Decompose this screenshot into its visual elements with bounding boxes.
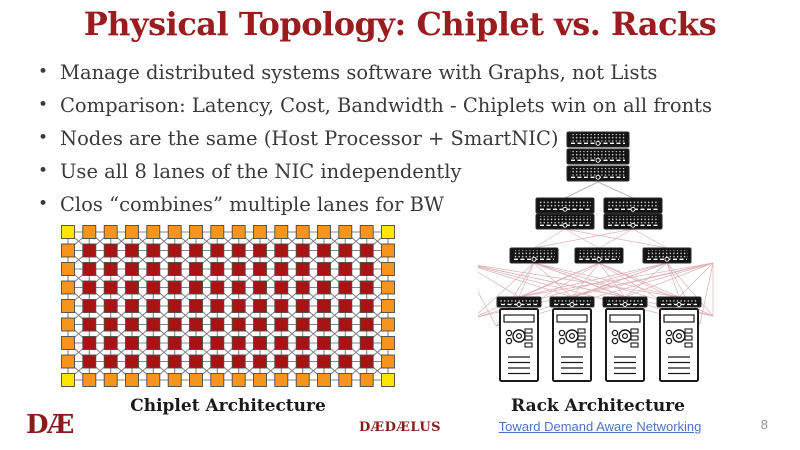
- bullet-item: Manage distributed systems software with…: [36, 56, 716, 89]
- bullet-item: Use all 8 lanes of the NIC independently: [36, 155, 716, 188]
- daedaelus-brand-text: DÆDÆLUS: [358, 420, 442, 435]
- rack-architecture-label: Rack Architecture: [511, 396, 685, 416]
- bullet-list: Manage distributed systems software with…: [36, 56, 716, 221]
- rack-tree-diagram: [478, 131, 714, 382]
- toward-demand-aware-networking-link[interactable]: Toward Demand Aware Networking: [498, 419, 702, 434]
- dae-logo: DÆ: [26, 410, 74, 440]
- page-number: 8: [760, 417, 768, 432]
- slide-title: Physical Topology: Chiplet vs. Racks: [83, 5, 717, 43]
- chiplet-mesh-diagram: [61, 225, 395, 387]
- bullet-item: Clos “combines” multiple lanes for BW: [36, 188, 716, 221]
- bullet-item: Nodes are the same (Host Processor + Sma…: [36, 122, 716, 155]
- chiplet-architecture-label: Chiplet Architecture: [130, 396, 326, 416]
- bullet-item: Comparison: Latency, Cost, Bandwidth - C…: [36, 89, 716, 122]
